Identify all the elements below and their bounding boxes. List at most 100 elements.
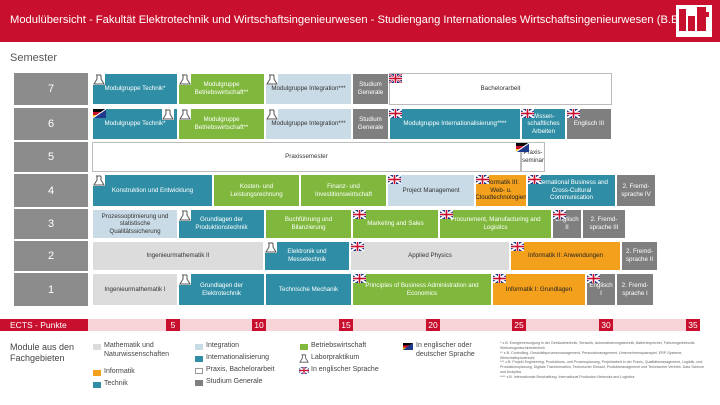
laboratory-icon [179,210,191,221]
legend-swatch-math [93,344,101,350]
legend-swatch-studium-generale [195,380,203,386]
uk-flag-icon [389,109,402,118]
laboratory-icon [266,109,278,120]
module-s6-internationalisierung[interactable]: Modulgruppe Internationalisierung**** [389,108,521,140]
module-s6-betriebswirtschaft[interactable]: Modulgruppe Betriebswirtschaft** [178,108,265,140]
uk-flag-icon [528,175,541,184]
module-s1-elektrotechnik[interactable]: Grundlagen der Elektrotechnik [178,273,265,306]
footnote-2: ** z.B. Controlling, Geschäftsprozessman… [500,350,683,360]
module-s3-fremdsprache-3[interactable]: 2. Fremd-sprache III [582,209,626,239]
legend-betriebswirtschaft: Betriebswirtschaft [311,342,367,349]
module-s3-produktionstechnik[interactable]: Grundlagen der Produktionstechnik [178,209,265,239]
module-s3-buchfuehrung[interactable]: Buchführung und Bilanzierung [265,209,352,239]
module-s6-studium-generale[interactable]: Studium Generale [352,108,389,140]
ects-tick-10: 10 [252,319,266,331]
ects-tick-5: 5 [166,319,180,331]
module-s1-principles-business[interactable]: Principles of Business Administration an… [352,273,492,306]
ects-tick-20: 20 [426,319,440,331]
module-s2-ingenieurmathematik-2[interactable]: Ingenieurmathematik II [92,241,264,271]
legend-swatch-informatik [93,370,101,376]
module-s7-bachelorarbeit[interactable]: Bachelorarbeit [389,73,612,105]
ects-segment [526,319,599,331]
university-logo-icon [676,5,712,37]
uk-flag-icon [351,242,364,251]
module-s1-fremdsprache-1[interactable]: 2. Fremd-sprache I [616,273,654,306]
de-uk-flag-icon [93,109,106,118]
laboratory-icon [299,354,309,363]
legend-swatch-internationalisierung [195,356,203,362]
module-s4-finanzwirtschaft[interactable]: Finanz- und Investitionswirtschaft [300,174,387,207]
ects-tick-25: 25 [512,319,526,331]
module-s7-studium-generale[interactable]: Studium Generale [352,73,389,105]
legend-swatch-integration [195,344,203,350]
legend-swatch-praxis [195,368,203,374]
semester-7-label: 7 [14,73,88,105]
module-s4-international-business[interactable]: International Business and Cross-Cultura… [527,174,616,207]
module-s6-integration[interactable]: Modulgruppe Integration*** [265,108,352,140]
legend-studium-generale: Studium Generale [206,378,263,385]
legend-technik: Technik [104,380,128,387]
semester-2-label: 2 [14,241,88,271]
uk-flag-icon [493,274,506,283]
module-s4-project-management[interactable]: Project Management [387,174,475,207]
uk-flag-icon [353,210,366,219]
module-s4-konstruktion[interactable]: Konstruktion und Entwicklung [92,174,213,207]
module-s5-praxisseminar[interactable]: Praxis-seminar [521,142,545,172]
semester-5-label: 5 [14,142,88,172]
legend-praxis: Praxis, Bachelorarbeit [206,366,275,373]
semester-3-label: 3 [14,209,88,239]
module-s3-prozessoptimierung[interactable]: Prozessoptimierung und statistische Qual… [92,209,178,239]
legend-internationalisierung: Internationalisierung [206,354,270,361]
ects-segment [440,319,512,331]
ects-label: ECTS - Punkte [10,320,67,330]
legend-title: Module aus den Fachgebieten [10,342,75,363]
uk-flag-icon [388,175,401,184]
semester-6-label: 6 [14,108,88,140]
semester-heading: Semester [10,52,58,64]
module-s3-marketing[interactable]: Marketing and Sales [352,209,439,239]
uk-flag-icon [553,210,566,219]
ects-label-box [0,319,88,331]
legend-swatch-betriebswirtschaft [300,344,308,350]
module-s1-ingenieurmathematik-1[interactable]: Ingenieurmathematik I [92,273,178,306]
legend-math: Mathematik und Naturwissenschaften [104,342,169,358]
footnote-4: **** z.B. Internationale Beschaffung, In… [500,374,635,379]
uk-flag-icon [511,242,524,251]
module-s4-kostenrechnung[interactable]: Kosten- und Leistungsrechnung [213,174,300,207]
uk-flag-icon [587,274,600,283]
ects-segment [613,319,686,331]
footnote-1: * z.B. Energieversorgung in der Gebäudet… [500,341,696,350]
uk-flag-icon [521,109,534,118]
module-s1-technische-mechanik[interactable]: Technische Mechanik [265,273,352,306]
ects-segment [353,319,426,331]
uk-flag-icon [353,274,366,283]
module-s4-fremdsprache-4[interactable]: 2. Fremd-sprache IV [616,174,656,207]
legend-integration: Integration [206,342,240,349]
module-s7-betriebswirtschaft[interactable]: Modulgruppe Betriebswirtschaft** [178,73,265,105]
laboratory-icon [266,74,278,85]
uk-flag-icon [567,109,580,118]
module-s2-informatik-2[interactable]: Informatik II: Anwendungen [510,241,621,271]
laboratory-icon [162,109,174,120]
module-s7-integration[interactable]: Modulgruppe Integration*** [265,73,352,105]
de-uk-flag-icon [403,343,413,350]
legend-swatch-technik [93,382,101,388]
laboratory-icon [93,175,105,186]
module-s3-procurement[interactable]: Procurement, Manufacturing and Logistics [439,209,552,239]
module-s1-informatik-1[interactable]: Informatik I: Grundlagen [492,273,586,306]
de-uk-flag-icon [516,143,529,152]
footnote-3: *** z.B. Projekt Engineering, Produktion… [500,360,705,375]
laboratory-icon [179,109,191,120]
laboratory-icon [265,242,277,253]
module-s2-fremdsprache-2[interactable]: 2. Fremd-sprache II [621,241,658,271]
ects-tick-15: 15 [339,319,353,331]
module-s7-technik[interactable]: Modulgruppe Technik* [92,73,178,105]
module-s5-praxissemester[interactable]: Praxissemester [92,142,521,172]
module-s2-elektronik[interactable]: Elektronik und Messetechnik [264,241,350,271]
module-s2-applied-physics[interactable]: Applied Physics [350,241,510,271]
uk-flag-icon [476,175,489,184]
semester-1-label: 1 [14,273,88,306]
legend-laborpraktikum: Laborpraktikum [311,354,360,361]
legend-englisch: In englischer Sprache [311,366,379,373]
semester-4-label: 4 [14,174,88,207]
